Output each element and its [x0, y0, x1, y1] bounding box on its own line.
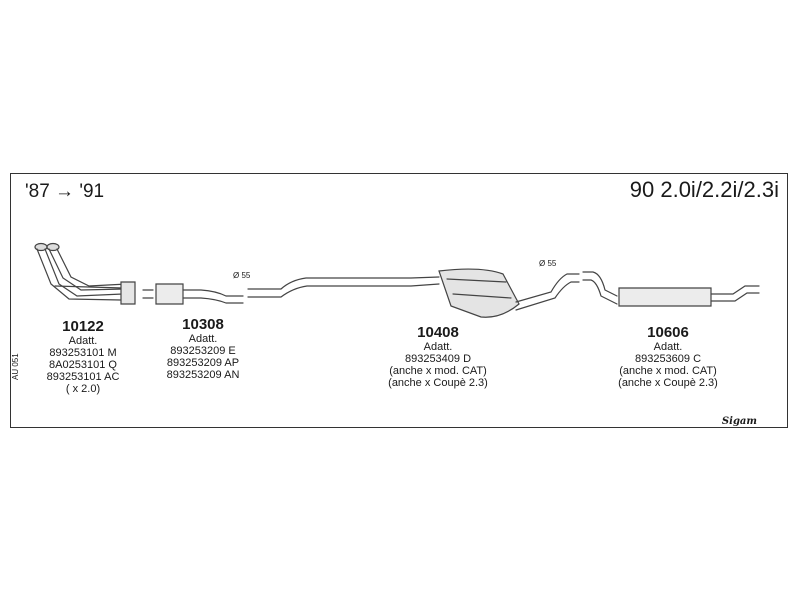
part-detail: Adatt. — [68, 335, 98, 347]
part-detail: (anche x mod. CAT) — [619, 365, 717, 377]
part-detail: 893253609 C — [634, 353, 702, 365]
manifold-pipe-10122 — [34, 242, 136, 305]
part-detail: (anche x mod. CAT) — [389, 365, 487, 377]
part-number: 10408 — [417, 324, 459, 341]
part-detail: 893253209 AN — [166, 369, 240, 381]
part-detail: 893253209 E — [170, 345, 236, 357]
part-detail: ( x 2.0) — [65, 383, 101, 395]
part-block-10122: 10122 Adatt. 893253101 M 8A0253101 Q 893… — [33, 318, 133, 395]
diameter-label-front: Ø 55 — [233, 271, 251, 280]
brand-logo: Sigam — [721, 416, 757, 427]
part-block-10606: 10606 Adatt. 893253609 C (anche x mod. C… — [611, 324, 725, 389]
part-detail: 893253409 D — [404, 353, 472, 365]
exhaust-system-drawing — [34, 242, 760, 318]
part-detail: (anche x Coupè 2.3) — [388, 377, 488, 389]
year-range: '87 → '91 — [25, 181, 105, 202]
part-detail: 893253209 AP — [166, 357, 240, 369]
part-detail: (anche x Coupè 2.3) — [618, 377, 718, 389]
front-pipe-10308 — [142, 283, 244, 305]
model-title: 90 2.0i/2.2i/2.3i — [629, 177, 779, 202]
part-detail: 893253101 M — [49, 347, 117, 359]
part-block-10408: 10408 Adatt. 893253409 D (anche x mod. C… — [383, 324, 493, 389]
part-detail: Adatt. — [423, 341, 453, 353]
part-detail: Adatt. — [188, 333, 218, 345]
part-detail: 893253101 AC — [46, 371, 120, 383]
exhaust-diagram-frame: '87 → '91 90 2.0i/2.2i/2.3i — [10, 173, 788, 428]
part-number: 10122 — [62, 318, 104, 335]
part-number: 10606 — [647, 324, 689, 341]
part-detail: Adatt. — [653, 341, 683, 353]
center-pipe-10408 — [247, 268, 580, 318]
diameter-label-rear: Ø 55 — [539, 259, 557, 268]
part-number: 10308 — [182, 316, 224, 333]
catalog-code: AU 051 — [11, 353, 20, 380]
part-detail: 8A0253101 Q — [49, 359, 117, 371]
rear-pipe-10606 — [582, 271, 760, 307]
part-block-10308: 10308 Adatt. 893253209 E 893253209 AP 89… — [153, 316, 253, 381]
